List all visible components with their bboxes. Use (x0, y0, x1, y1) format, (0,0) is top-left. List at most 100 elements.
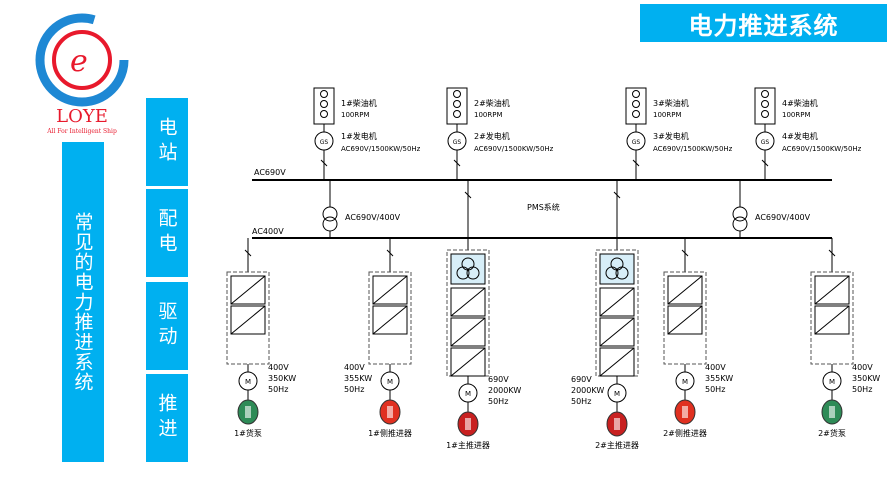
converter-diagonal (230, 305, 266, 335)
load-voltage: 690V (571, 375, 592, 384)
transformer-icon (322, 206, 338, 222)
engine-rpm: 100RPM (782, 111, 811, 119)
converter-diagonal (230, 275, 266, 305)
category-propulsion: 推进 (146, 374, 188, 462)
breaker (244, 249, 252, 257)
converter-diagonal (667, 275, 703, 305)
converter-diagonal (599, 317, 635, 347)
transformer-label: AC690V/400V (755, 213, 811, 222)
load-name: 2#货泵 (818, 428, 846, 438)
engine-indicator (320, 90, 328, 98)
motor-symbol: M (682, 378, 688, 386)
engine-name: 4#柴油机 (782, 98, 818, 108)
engine-indicator (761, 100, 769, 108)
converter-diagonal (372, 305, 408, 335)
breaker (828, 249, 836, 257)
equipment-detail (465, 418, 471, 430)
breaker (613, 191, 621, 199)
generator-symbol: GS (453, 139, 462, 146)
equipment-detail (829, 406, 835, 418)
breaker (681, 249, 689, 257)
pms-label: PMS系统 (527, 202, 560, 212)
converter-diagonal (814, 275, 850, 305)
load-power: 2000KW (571, 386, 604, 395)
converter-diagonal (450, 347, 486, 377)
engine-indicator (320, 110, 328, 118)
converter-enclosure (663, 271, 707, 365)
load-name: 1#货泵 (234, 428, 262, 438)
load-power: 355KW (705, 374, 733, 383)
engine-indicator (632, 90, 640, 98)
load-power: 355KW (344, 374, 372, 383)
engine-indicator (761, 110, 769, 118)
motor-symbol: M (387, 378, 393, 386)
generator-symbol: GS (761, 139, 770, 146)
load-power: 2000KW (488, 386, 521, 395)
breaker (453, 159, 461, 167)
engine-indicator (453, 90, 461, 98)
load-voltage: 400V (268, 363, 289, 372)
breaker (320, 159, 328, 167)
generator-spec: AC690V/1500KW/50Hz (474, 145, 554, 153)
transformer-icon (615, 266, 629, 280)
engine-indicator (453, 110, 461, 118)
diesel-engine-icon (313, 87, 335, 125)
low-bus-label: AC400V (252, 227, 284, 236)
converter-diagonal (372, 275, 408, 305)
engine-rpm: 100RPM (341, 111, 370, 119)
transformer-icon (732, 216, 748, 232)
generator-spec: AC690V/1500KW/50Hz (782, 145, 862, 153)
equipment-detail (682, 406, 688, 418)
load-name: 1#主推进器 (446, 440, 490, 450)
transformer-icon (605, 266, 619, 280)
engine-indicator (632, 110, 640, 118)
diesel-engine-icon (754, 87, 776, 125)
load-frequency: 50Hz (571, 397, 591, 406)
breaker (464, 191, 472, 199)
converter-diagonal (599, 347, 635, 377)
load-voltage: 690V (488, 375, 509, 384)
converter-diagonal (599, 287, 635, 317)
logo-tagline: All For Intelligent Ship (46, 128, 117, 135)
breaker (632, 159, 640, 167)
generator-name: 3#发电机 (653, 131, 689, 141)
engine-indicator (453, 100, 461, 108)
load-power: 350KW (268, 374, 296, 383)
load-voltage: 400V (705, 363, 726, 372)
motor-symbol: M (465, 390, 471, 398)
company-logo: e LOYE All For Intelligent Ship (35, 13, 129, 135)
diesel-engine-icon (625, 87, 647, 125)
load-name: 2#侧推进器 (663, 428, 707, 438)
transformer-icon (322, 216, 338, 232)
load-voltage: 400V (852, 363, 873, 372)
motor-symbol: M (614, 390, 620, 398)
transformer-icon (456, 266, 470, 280)
load-frequency: 50Hz (705, 385, 725, 394)
category-power-station: 电站 (146, 98, 188, 186)
converter-diagonal (450, 287, 486, 317)
converter-diagonal (814, 305, 850, 335)
page-title: 电力推进系统 (640, 4, 887, 42)
transformer-icon (466, 266, 480, 280)
logo-e-mark: e (70, 44, 88, 79)
engine-name: 2#柴油机 (474, 98, 510, 108)
engine-indicator (632, 100, 640, 108)
equipment-detail (245, 406, 251, 418)
system-type-label: 常见的电力推进系统 (62, 142, 104, 462)
converter-enclosure (368, 271, 412, 365)
transformer-icon (732, 206, 748, 222)
load-frequency: 50Hz (268, 385, 288, 394)
engine-rpm: 100RPM (653, 111, 682, 119)
category-drive: 驱动 (146, 282, 188, 370)
engine-rpm: 100RPM (474, 111, 503, 119)
equipment-detail (614, 418, 620, 430)
load-power: 350KW (852, 374, 880, 383)
engine-indicator (320, 100, 328, 108)
converter-diagonal (450, 317, 486, 347)
converter-enclosure (810, 271, 854, 365)
main-bus-label: AC690V (254, 168, 286, 177)
load-name: 1#侧推进器 (368, 428, 412, 438)
category-distribution: 配电 (146, 189, 188, 277)
load-frequency: 50Hz (852, 385, 872, 394)
load-voltage: 400V (344, 363, 365, 372)
